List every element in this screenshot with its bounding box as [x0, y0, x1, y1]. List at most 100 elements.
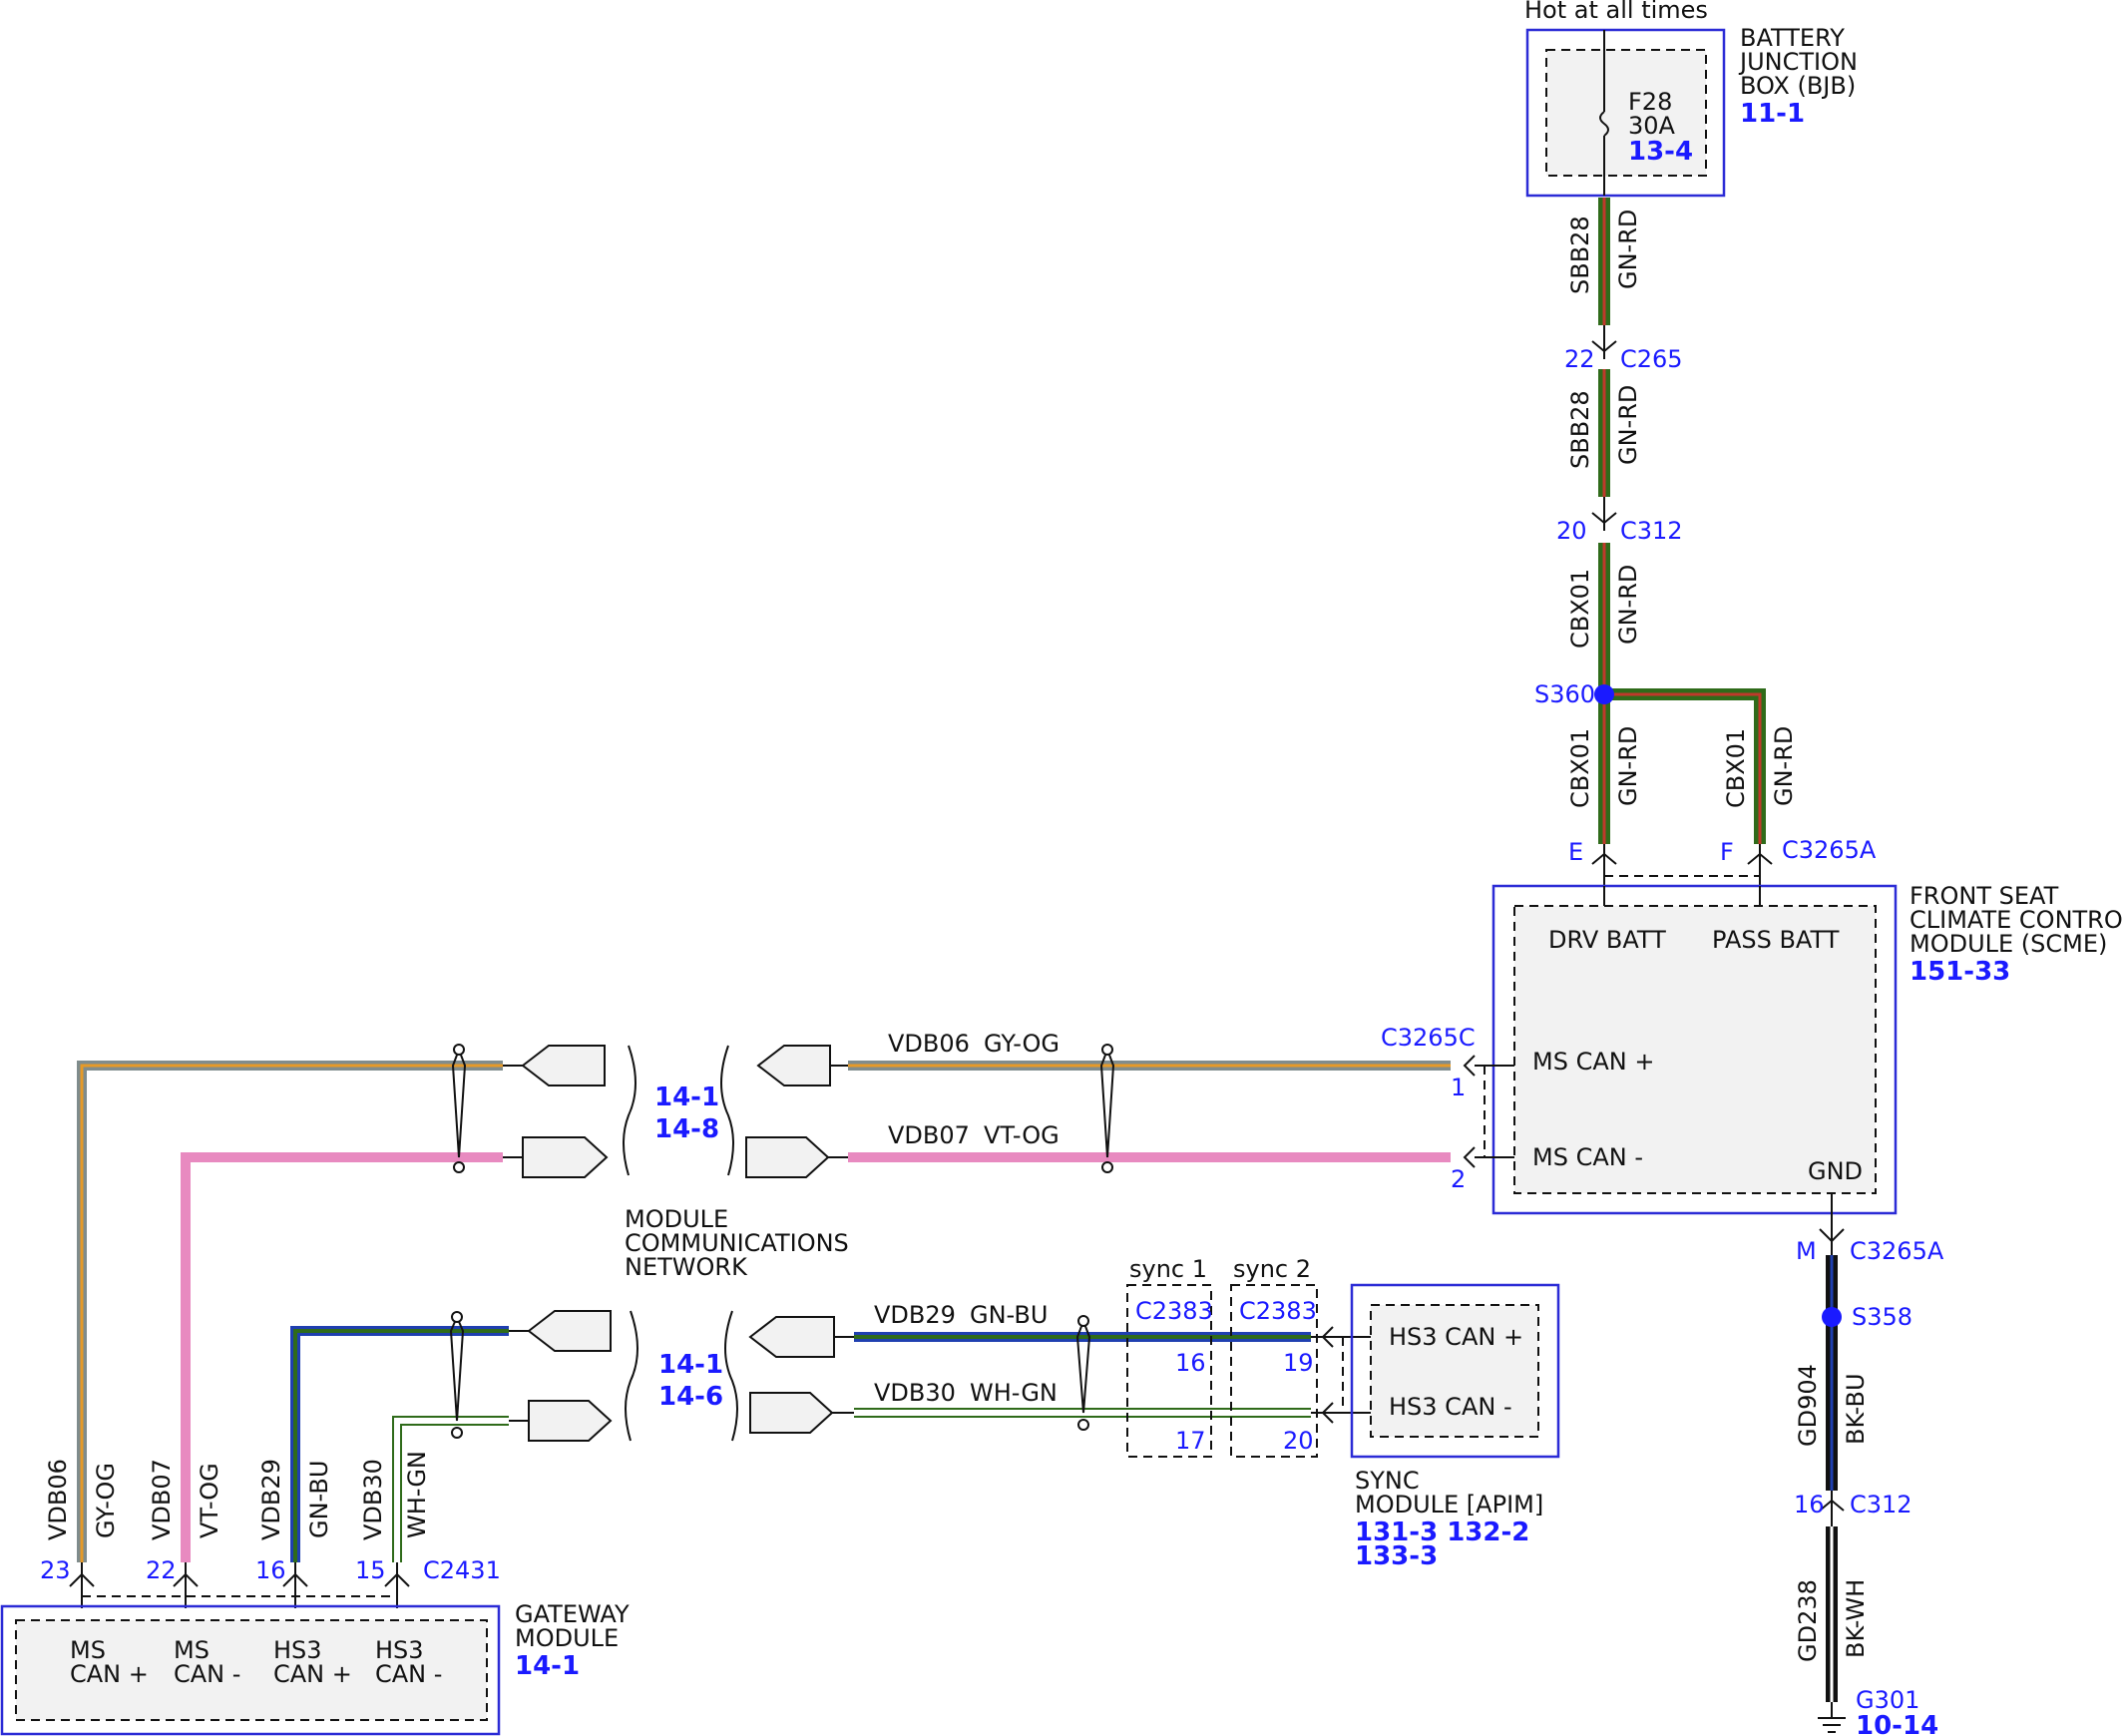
c312-bottom-pin: 16 [1794, 1491, 1825, 1519]
sync-refs-1[interactable]: 131-3 132-2 [1355, 1518, 1529, 1547]
gateway-pin1-line1: MS [70, 1636, 106, 1664]
twisted-pair-icon-lower-left [449, 1311, 465, 1439]
c2431-name[interactable]: C2431 [423, 1556, 501, 1584]
gateway-title-1: GATEWAY [515, 1600, 630, 1628]
scme-inner [1513, 905, 1877, 1194]
c312-bottom-name[interactable]: C312 [1850, 1491, 1912, 1519]
c3265c-pin2-icon [1463, 1146, 1476, 1168]
sync-inner [1370, 1304, 1539, 1438]
bjb-inner [1545, 49, 1707, 177]
sync-hs3-can-plus: HS3 CAN + [1389, 1323, 1523, 1351]
sync2-label: sync 2 [1233, 1255, 1311, 1283]
fuse-icon [1599, 111, 1609, 137]
upper-plus-right-connector [756, 1045, 831, 1086]
wire-vdb30-left-color: WH-GN [403, 1451, 431, 1538]
wire-gd904-circuit: GD904 [1794, 1364, 1822, 1447]
scme-title-2: CLIMATE CONTROL [1910, 906, 2125, 934]
splice-s358-dot[interactable] [1822, 1307, 1842, 1327]
scme-ref[interactable]: 151-33 [1910, 957, 2010, 987]
c3265c-name[interactable]: C3265C [1381, 1024, 1476, 1052]
bjb-title-1: BATTERY [1740, 24, 1845, 52]
lower-plus-right-connector [748, 1316, 835, 1358]
gateway-pin4-line1: HS3 [375, 1636, 424, 1664]
upper-network-ref-2[interactable]: 14-8 [654, 1114, 719, 1144]
wire-cbx01-c-circuit: CBX01 [1722, 728, 1750, 808]
scme-drv-batt: DRV BATT [1548, 926, 1666, 954]
c312-top-pin: 20 [1556, 517, 1587, 545]
wire-vdb06-left [77, 1061, 503, 1562]
scme-title-1: FRONT SEAT [1910, 882, 2059, 910]
twisted-pair-icon-lower-right [1075, 1315, 1091, 1431]
c312-top-name[interactable]: C312 [1620, 517, 1683, 545]
wire-vdb30-left-circuit: VDB30 [359, 1459, 387, 1540]
c2431-pin15-icon [384, 1562, 410, 1608]
scme-ms-can-plus: MS CAN + [1532, 1048, 1654, 1076]
fuse-ref[interactable]: 13-4 [1628, 137, 1693, 167]
wire-sbb28-b-color: GN-RD [1614, 385, 1642, 465]
wire-gd904-color: BK-BU [1842, 1373, 1870, 1445]
hot-at-all-times-label: Hot at all times [1524, 0, 1708, 24]
wire-vdb07-left-color: VT-OG [196, 1463, 223, 1538]
ground-g301-name[interactable]: G301 [1856, 1686, 1919, 1714]
bjb-box [1525, 28, 1726, 198]
gateway-pin2-line1: MS [174, 1636, 210, 1664]
c2431-pin22-icon [173, 1562, 199, 1608]
wire-cbx01-b-circuit: CBX01 [1566, 728, 1594, 808]
scme-ms-can-minus: MS CAN - [1532, 1143, 1643, 1171]
lower-network-ref-1[interactable]: 14-1 [658, 1350, 723, 1380]
scme-pass-batt: PASS BATT [1712, 926, 1840, 954]
gateway-ref[interactable]: 14-1 [515, 1651, 580, 1681]
sync-refs-2[interactable]: 133-3 [1355, 1541, 1438, 1571]
wire-vdb07-right-circuit: VDB07 [888, 1121, 970, 1149]
fuse-name: F28 [1628, 88, 1672, 116]
splice-s360-label: S360 [1534, 680, 1595, 708]
scme-title-3: MODULE (SCME) [1910, 930, 2107, 958]
splice-s360-dot[interactable] [1594, 684, 1614, 704]
upper-minus-left-connector [522, 1136, 609, 1178]
c2431-pin23-icon [69, 1562, 95, 1608]
network-title-1: MODULE [625, 1205, 728, 1233]
wire-vdb29-right-circuit: VDB29 [874, 1301, 956, 1329]
wire-sbb28-a-circuit: SBB28 [1566, 216, 1594, 294]
lower-network-ref-2[interactable]: 14-6 [658, 1382, 723, 1412]
ground-g301-ref[interactable]: 10-14 [1856, 1711, 1938, 1736]
c312-top-connector-icon [1591, 497, 1617, 531]
c3265a-bottom-name[interactable]: C3265A [1850, 1237, 1944, 1265]
wire-vdb06-right-color: GY-OG [984, 1030, 1060, 1058]
upper-network-ref-1[interactable]: 14-1 [654, 1083, 719, 1112]
upper-plus-left-connector [521, 1045, 606, 1086]
wire-vdb30-right-color: WH-GN [970, 1379, 1058, 1407]
bjb-ref[interactable]: 11-1 [1740, 99, 1805, 129]
c2431-pin-16: 16 [255, 1556, 286, 1584]
c2383-group-sync1 [1126, 1284, 1212, 1458]
scme-box [1491, 884, 1898, 1215]
lower-brace-right [724, 1310, 738, 1442]
gateway-pin4-line2: CAN - [375, 1660, 442, 1688]
c2383-a-pin-17: 17 [1175, 1427, 1206, 1455]
c2383-a-name[interactable]: C2383 [1135, 1297, 1213, 1325]
lower-brace-left [625, 1310, 638, 1442]
c265-connector-icon [1591, 325, 1617, 359]
c2383-b-name[interactable]: C2383 [1239, 1297, 1317, 1325]
c3265c-pin1-icon [1463, 1055, 1476, 1077]
wire-gd238-color: BK-WH [1842, 1579, 1870, 1658]
c3265a-top-name[interactable]: C3265A [1782, 836, 1877, 864]
bjb-title-2: JUNCTION [1738, 48, 1858, 76]
c2383-b-pin-20: 20 [1283, 1427, 1314, 1455]
gateway-pin2-line2: CAN - [174, 1660, 240, 1688]
network-title-3: NETWORK [625, 1253, 748, 1281]
wire-cbx01-c-color: GN-RD [1770, 726, 1798, 806]
upper-minus-right-connector [745, 1136, 830, 1178]
splice-s358-label: S358 [1852, 1303, 1912, 1331]
gateway-title-2: MODULE [515, 1624, 619, 1652]
c3265a-pin-m: M [1796, 1237, 1817, 1265]
c3265a-pin-f: F [1720, 838, 1734, 866]
c2431-pin-22: 22 [146, 1556, 177, 1584]
wire-vdb29-left-circuit: VDB29 [257, 1459, 285, 1540]
lower-minus-right-connector [749, 1392, 834, 1434]
c265-name[interactable]: C265 [1620, 345, 1683, 373]
upper-brace-right [720, 1045, 734, 1176]
fuse-rating: 30A [1628, 112, 1676, 140]
ground-icon [1818, 1702, 1846, 1733]
